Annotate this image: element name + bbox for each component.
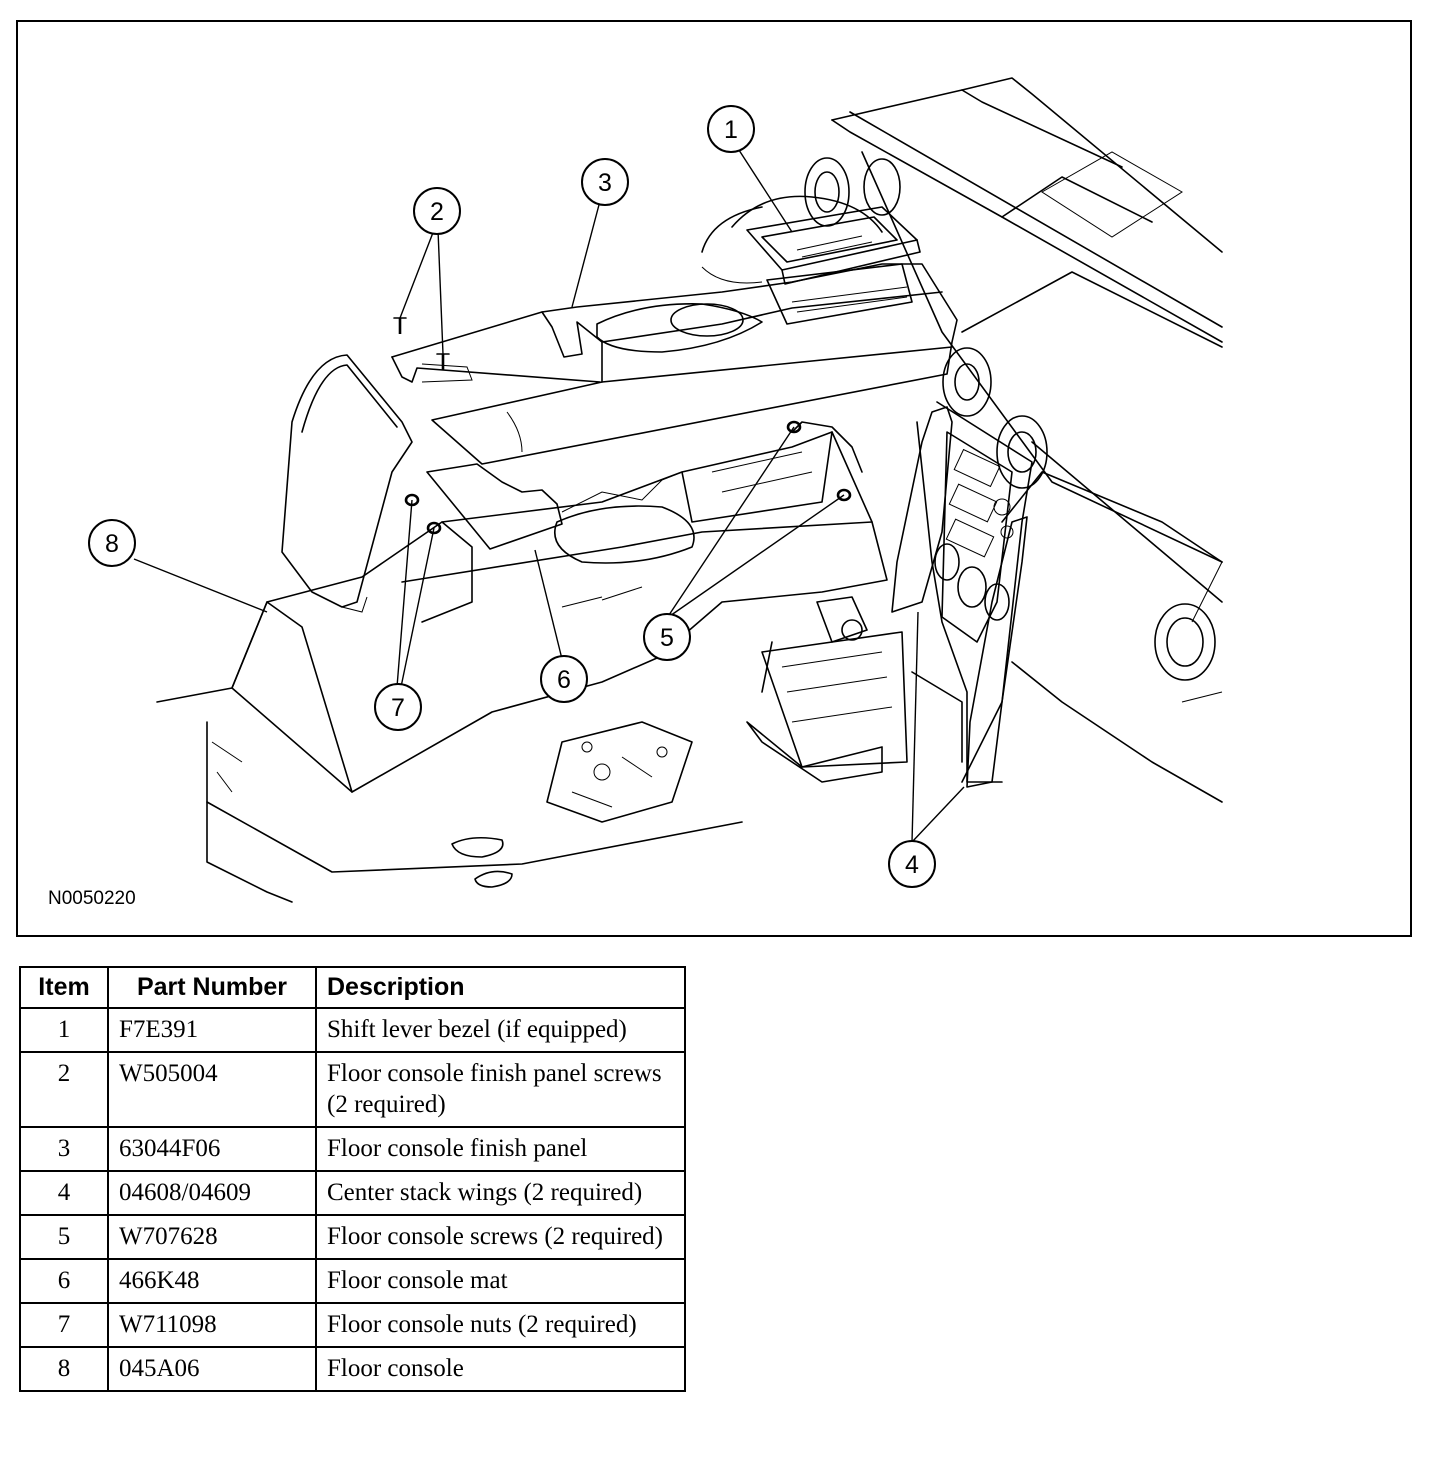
armrest-lid-drawing — [281, 354, 413, 613]
svg-text:8: 8 — [105, 530, 119, 558]
callout-6: 6 — [540, 655, 588, 703]
console-exploded-view-drawing: 1 2 3 4 5 6 7 8 — [88, 77, 1223, 903]
row-item: 7 — [19, 1302, 109, 1348]
table-row: 2 W505004 Floor console finish panel scr… — [19, 1051, 686, 1128]
callout-leader-lines — [133, 146, 965, 843]
callout-8: 8 — [88, 519, 136, 567]
parts-table: Item Part Number Description 1 F7E391 Sh… — [19, 966, 686, 1392]
callout-3: 3 — [581, 158, 629, 206]
row-item: 6 — [19, 1258, 109, 1304]
floor-console-screws-drawing — [786, 420, 852, 502]
floor-console-mat-drawing — [426, 463, 563, 550]
callout-5: 5 — [643, 613, 691, 661]
row-part-number: 045A06 — [107, 1346, 317, 1392]
exploded-view-figure: 1 2 3 4 5 6 7 8 N0050220 — [16, 20, 1412, 937]
floor-console-finish-panel-drawing — [391, 263, 958, 465]
row-part-number: 63044F06 — [107, 1126, 317, 1172]
shift-lever-bezel-drawing — [746, 206, 921, 285]
table-row: 3 63044F06 Floor console finish panel — [19, 1126, 686, 1172]
callout-1: 1 — [707, 105, 755, 153]
table-row: 5 W707628 Floor console screws (2 requir… — [19, 1214, 686, 1260]
floor-console-drawing — [231, 411, 888, 793]
table-header-row: Item Part Number Description — [19, 966, 686, 1009]
row-part-number: W707628 — [107, 1214, 317, 1260]
row-item: 4 — [19, 1170, 109, 1216]
svg-text:7: 7 — [391, 694, 405, 722]
row-item: 8 — [19, 1346, 109, 1392]
floor-pan-drawing — [156, 641, 773, 903]
center-stack-wings-drawing — [891, 406, 1028, 788]
row-part-number: W711098 — [107, 1302, 317, 1348]
header-item: Item — [19, 966, 109, 1009]
callout-4: 4 — [888, 840, 936, 888]
svg-text:6: 6 — [557, 666, 571, 694]
row-description: Floor console screws (2 required) — [315, 1214, 686, 1260]
row-item: 3 — [19, 1126, 109, 1172]
header-description: Description — [315, 966, 686, 1009]
row-description: Center stack wings (2 required) — [315, 1170, 686, 1216]
row-item: 5 — [19, 1214, 109, 1260]
svg-text:2: 2 — [430, 198, 444, 226]
svg-text:5: 5 — [660, 624, 674, 652]
svg-text:3: 3 — [598, 169, 612, 197]
center-stack-drawing — [916, 401, 1033, 783]
figure-id: N0050220 — [48, 888, 136, 909]
row-part-number: 466K48 — [107, 1258, 317, 1304]
table-row: 4 04608/04609 Center stack wings (2 requ… — [19, 1170, 686, 1216]
row-description: Floor console mat — [315, 1258, 686, 1304]
row-item: 1 — [19, 1007, 109, 1053]
header-part-number: Part Number — [107, 966, 317, 1009]
row-description: Floor console nuts (2 required) — [315, 1302, 686, 1348]
instrument-panel-drawing — [701, 77, 1223, 803]
row-part-number: 04608/04609 — [107, 1170, 317, 1216]
table-row: 7 W711098 Floor console nuts (2 required… — [19, 1302, 686, 1348]
table-row: 8 045A06 Floor console — [19, 1346, 686, 1392]
table-row: 1 F7E391 Shift lever bezel (if equipped) — [19, 1007, 686, 1053]
svg-text:1: 1 — [724, 116, 738, 144]
table-row: 6 466K48 Floor console mat — [19, 1258, 686, 1304]
floor-bracket-drawing — [546, 721, 693, 823]
row-description: Floor console — [315, 1346, 686, 1392]
row-description: Floor console finish panel — [315, 1126, 686, 1172]
row-description: Floor console finish panel screws (2 req… — [315, 1051, 686, 1128]
finish-panel-screws-drawing — [393, 317, 450, 370]
row-description: Shift lever bezel (if equipped) — [315, 1007, 686, 1053]
svg-text:4: 4 — [905, 851, 919, 879]
row-item: 2 — [19, 1051, 109, 1128]
row-part-number: W505004 — [107, 1051, 317, 1128]
callout-7: 7 — [374, 683, 422, 731]
row-part-number: F7E391 — [107, 1007, 317, 1053]
callout-2: 2 — [413, 187, 461, 235]
gear-shifter-drawing — [746, 596, 963, 783]
